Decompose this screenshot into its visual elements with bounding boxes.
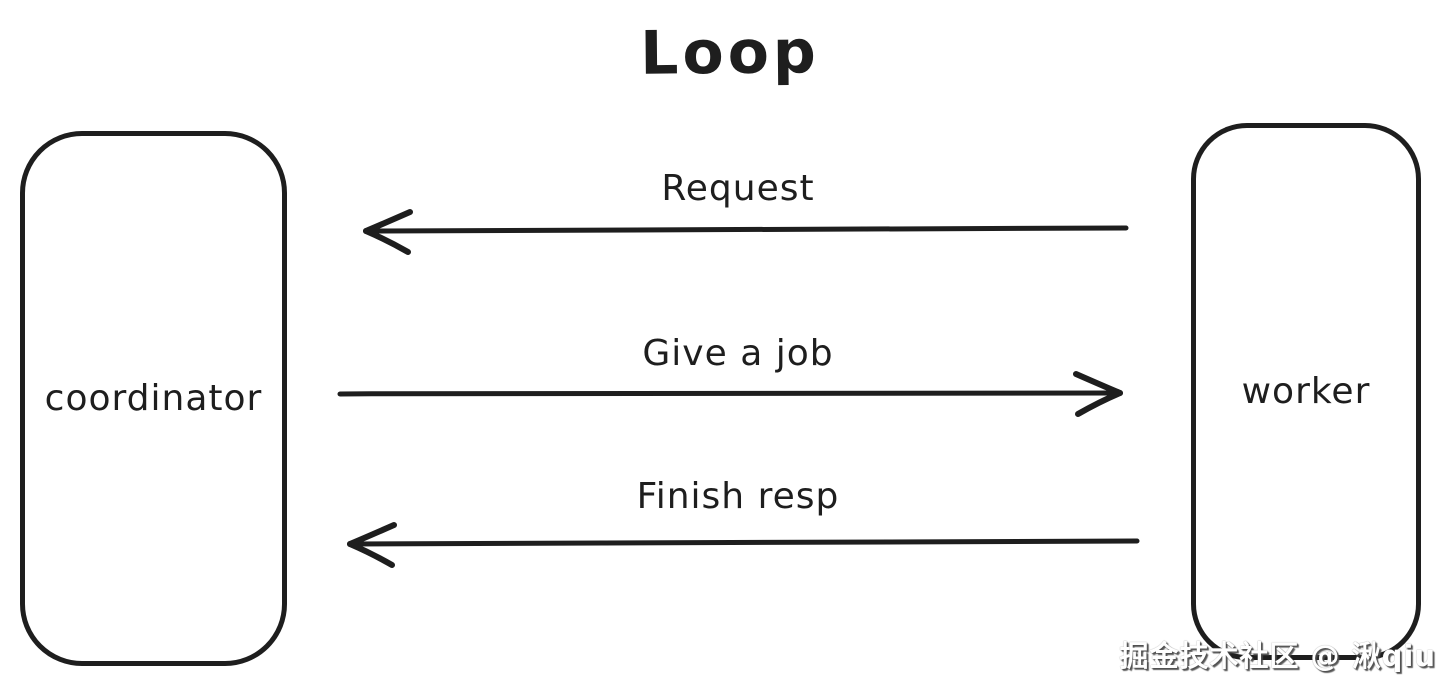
node-worker-label: worker <box>1241 371 1371 412</box>
node-coordinator: coordinator <box>20 131 287 666</box>
watermark: 掘金技术社区 @ 湫qiu <box>1119 639 1436 673</box>
arrow-label-give-a-job: Give a job <box>642 333 834 374</box>
left-arrow-icon <box>363 209 1129 255</box>
arrow-label-finish-resp: Finish resp <box>636 476 840 517</box>
left-arrow-icon <box>347 522 1140 568</box>
node-worker: worker <box>1191 123 1421 660</box>
node-coordinator-label: coordinator <box>44 378 263 419</box>
arrow-label-request: Request <box>661 168 815 209</box>
right-arrow-icon <box>337 371 1123 417</box>
diagram-title: Loop <box>639 17 821 89</box>
